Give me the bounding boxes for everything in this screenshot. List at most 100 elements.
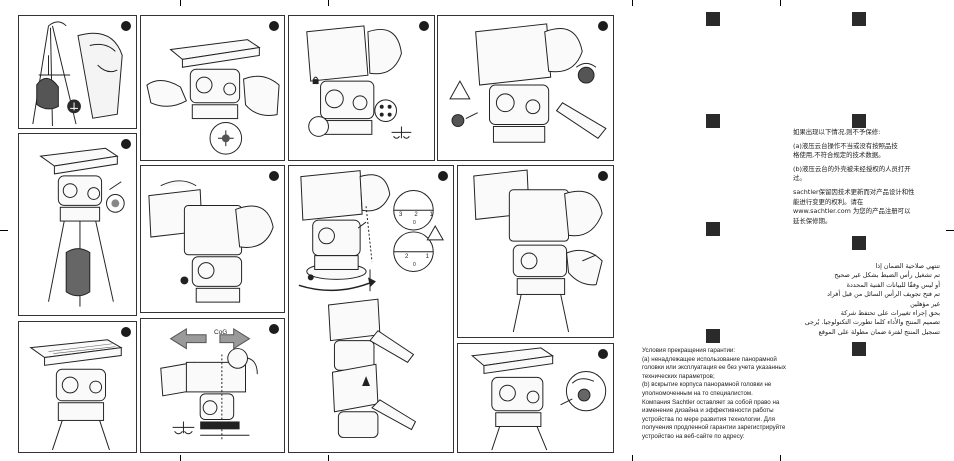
section-marker-icon [706, 114, 720, 128]
camera-balance-illustration [473, 169, 603, 333]
arabic-warranty-line: أو ليس وفقًا للبيانات الفنية المحددة [846, 280, 940, 289]
russian-warranty-line: получения продленной гарантии зарегистри… [642, 424, 786, 432]
arabic-warranty-line: تم فتح تجويف الرأس السائل من قبل أفراد [827, 290, 940, 299]
step-marker-icon [121, 327, 131, 337]
crop-mark [780, 0, 781, 6]
tilt-scale-bottom-digits: 2 1 [405, 254, 429, 260]
arabic-warranty-line: بحق إجراء تغييرات على تحتفظ شركة [840, 309, 940, 318]
panel-plate-adjust [140, 15, 285, 161]
arrow-right-icon [219, 327, 251, 350]
chinese-warranty-line: www.sachtler.com 为您的产品注册可以 [793, 207, 911, 216]
balance-scale-icon [67, 99, 81, 114]
arabic-warranty-line: غير مؤهلين [910, 299, 940, 308]
section-marker-icon [706, 222, 720, 236]
arabic-warranty-line: تسجيل المنتج لفترة ضمان مطولة على الموقع [818, 327, 940, 336]
step-marker-icon [419, 21, 429, 31]
warning-triangle-icon [449, 80, 471, 100]
chinese-warranty-line: (b)液压云台的外壳被未经授权的人员打开 [793, 164, 911, 173]
tripod-bag-illustration [32, 21, 123, 127]
arabic-warranty-text: تنتهي صلاحية الضمان إذا تم تشغيل رأس الض… [770, 262, 940, 337]
plate-adjust-illustration [146, 39, 280, 155]
tilt-scale-top-zero: 0 [413, 220, 416, 226]
camera-viewfinder-illustration [148, 180, 274, 303]
chinese-warranty-line: 能进行变更的权利。请在 [793, 197, 864, 206]
balance-scale-icon [172, 421, 195, 435]
chinese-warranty-line: sachtler保留因技术更新而对产品设计和性 [793, 187, 915, 196]
step-marker-icon [598, 171, 608, 181]
section-marker-icon [852, 342, 866, 356]
russian-warranty-line: изменение дизайна и эффективности работы [642, 407, 774, 415]
russian-warranty-line: уполномоченным на то специалистом. [642, 389, 753, 397]
warning-triangle-icon [426, 225, 444, 241]
arabic-warranty-title: تنتهي صلاحية الضمان إذا [875, 262, 940, 270]
chinese-warranty-line: 过。 [793, 174, 806, 183]
panel-camera-balance [457, 165, 614, 338]
step-marker-icon [121, 21, 131, 31]
panel-head-knob [457, 343, 614, 453]
panel-cog-diagram: CoG [140, 318, 285, 453]
panel-camera-knobs [437, 15, 614, 161]
tilt-scale-top-digits: 3 2 1 [399, 212, 433, 218]
tilt-scale-bottom-zero: 0 [413, 262, 416, 268]
scale-digit: 3 [399, 212, 403, 218]
chinese-warranty-line: 格使用,不符合规定的技术数据。 [793, 151, 885, 160]
step-marker-icon [598, 349, 608, 359]
russian-warranty-text: Условия прекращения гарантии: (a) ненадл… [642, 347, 786, 442]
russian-warranty-line: (a) ненадлежащее использование панорамно… [642, 355, 777, 363]
chinese-warranty-line: (a)液压云台操作不当或没有按照品技 [793, 141, 898, 150]
balance-scale-icon [391, 126, 412, 139]
russian-warranty-line: головки или эксплуатация ее без учета ук… [642, 364, 786, 372]
crop-mark [0, 230, 8, 231]
panel-camera-lock [288, 15, 435, 161]
head-detail-illustration [29, 339, 123, 451]
crop-mark [632, 455, 633, 461]
arabic-warranty-line: تم تشغيل رأس الضبط بشكل غير صحيح [834, 271, 940, 280]
panel-head-setup [18, 133, 137, 316]
panel-camera-viewfinder [140, 165, 285, 313]
padlock-icon [312, 76, 319, 85]
scale-digit: 1 [425, 254, 429, 260]
camera-lock-illustration [306, 25, 412, 139]
arabic-warranty-line: تصميم المنتج والأداء كلما تطورت التكنولو… [804, 318, 940, 327]
chinese-warranty-text: 如果出现以下情况,则不予保修: (a)液压云台操作不当或没有按照品技 格使用,不… [793, 128, 943, 226]
russian-warranty-title: Условия прекращения гарантии: [642, 347, 736, 354]
tilt-scale-illustration [298, 170, 444, 438]
section-marker-icon [706, 12, 720, 26]
step-marker-icon [438, 171, 448, 181]
section-marker-icon [852, 236, 866, 250]
crop-mark [328, 455, 329, 461]
head-setup-illustration [39, 147, 125, 307]
crop-mark [328, 0, 329, 6]
crop-mark [180, 0, 181, 6]
camera-knobs-illustration [449, 23, 607, 143]
scale-digit: 2 [405, 254, 409, 260]
step-marker-icon [598, 21, 608, 31]
arrow-left-icon [169, 327, 207, 350]
section-marker-icon [852, 12, 866, 26]
russian-warranty-line: технических параметров; [642, 372, 715, 380]
chinese-warranty-title: 如果出现以下情况,则不予保修: [793, 128, 881, 136]
panel-tilt-scale: 3 2 1 0 2 1 0 [288, 165, 454, 453]
crop-mark [632, 0, 633, 6]
panel-head-detail [18, 321, 137, 453]
crop-mark [946, 230, 954, 231]
section-marker-icon [706, 329, 720, 343]
scale-digit: 2 [414, 212, 418, 218]
step-marker-icon [269, 21, 279, 31]
crop-mark [780, 455, 781, 461]
cog-diagram-illustration [160, 327, 258, 440]
russian-warranty-line: Компания Sachtler оставляет за собой пра… [642, 398, 780, 406]
step-marker-icon [121, 139, 131, 149]
russian-warranty-line: устройства по мере развития технологии. … [642, 415, 775, 423]
chinese-warranty-line: 延长保修期。 [793, 216, 832, 225]
section-marker-icon [852, 114, 866, 128]
step-marker-icon [269, 171, 279, 181]
cog-label: CoG [214, 329, 228, 336]
panel-tripod-bag [18, 15, 137, 129]
head-knob-illustration [470, 347, 607, 451]
russian-warranty-line: устройство на веб-сайте по адресу: [642, 432, 745, 440]
crop-mark [180, 455, 181, 461]
scale-digit: 1 [429, 212, 433, 218]
russian-warranty-line: (b) вскрытие корпуса панорамной головки … [642, 381, 772, 389]
step-marker-icon [269, 324, 279, 334]
